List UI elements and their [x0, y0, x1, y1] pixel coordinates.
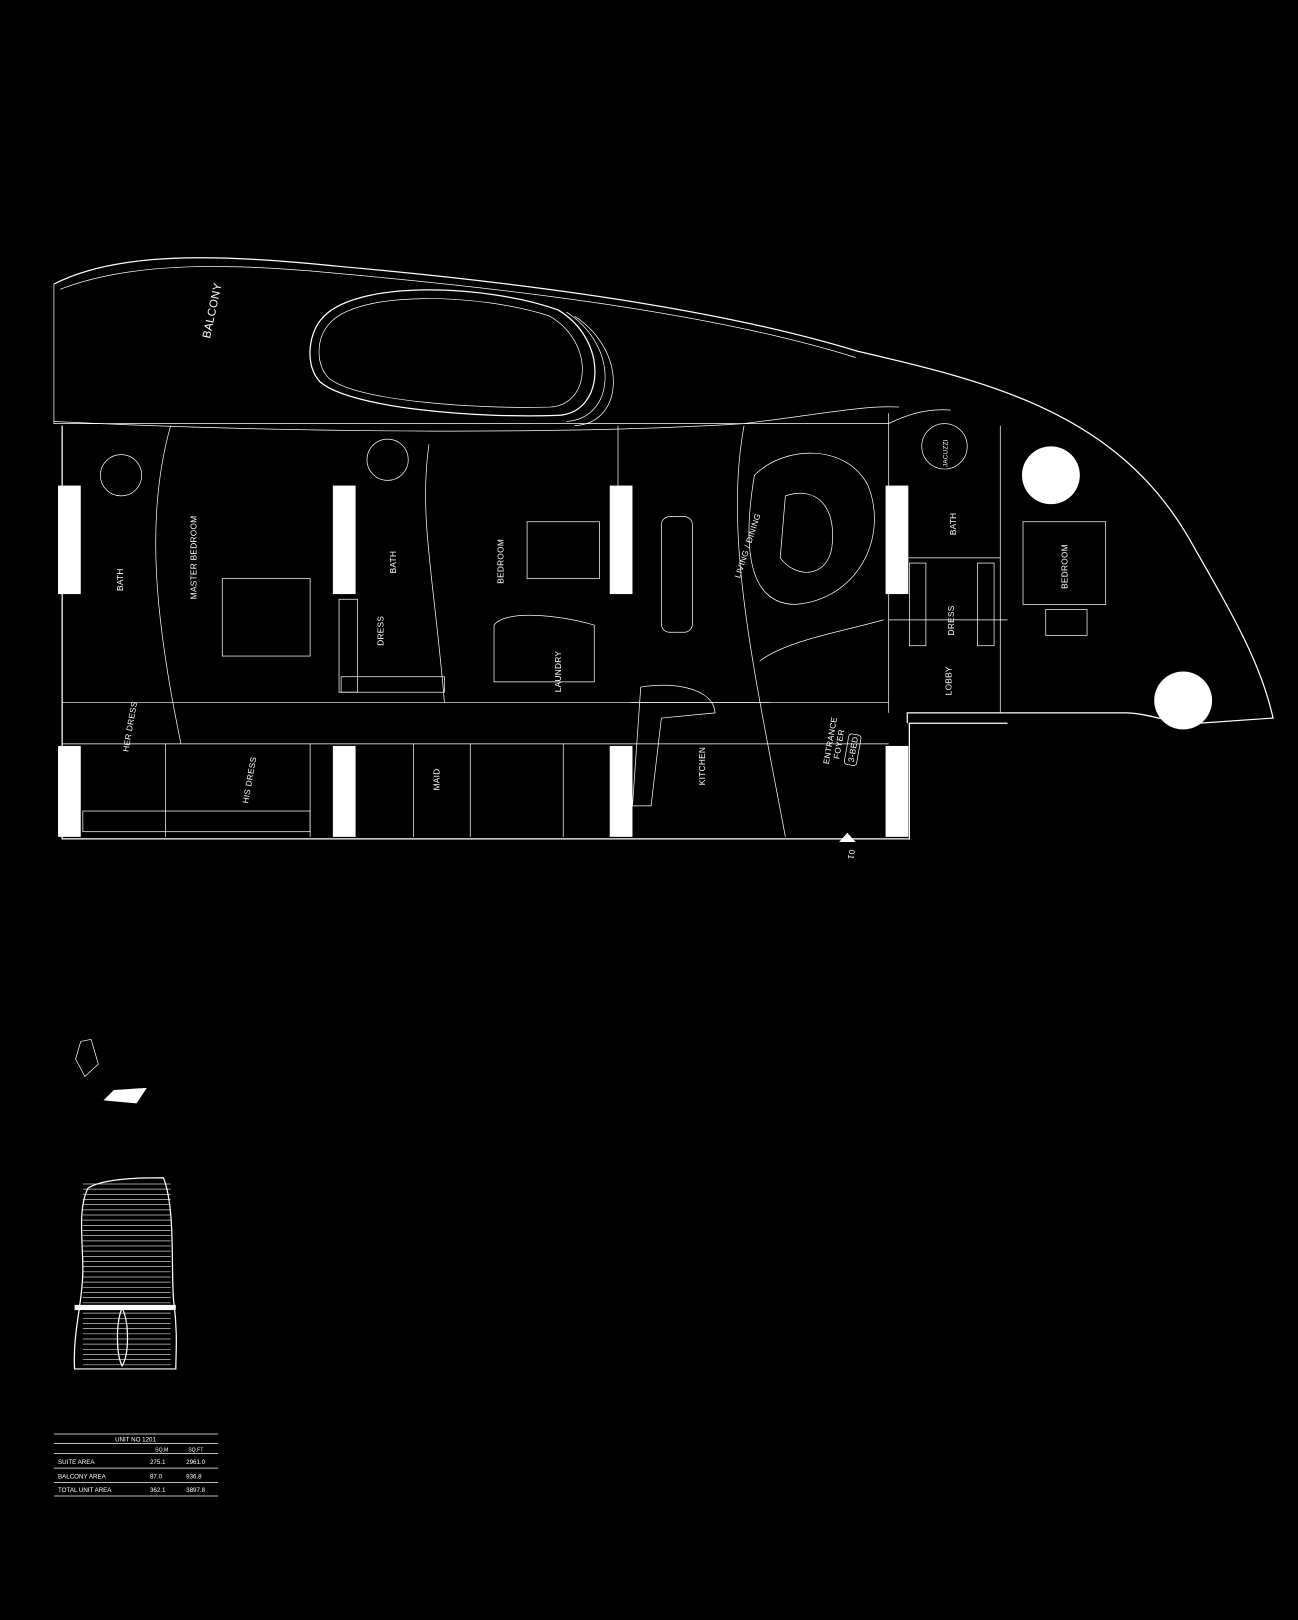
- room-label-bath: BATH: [949, 513, 958, 536]
- unit-type-badge: 3-BED: [844, 733, 862, 766]
- room-label-bedroom: BEDROOM: [1060, 544, 1069, 589]
- table-row: TOTAL UNIT AREA 362.1 3897.8: [58, 1487, 206, 1494]
- room-label-lobby: LOBBY: [945, 666, 954, 695]
- svg-text:BALCONY AREA: BALCONY AREA: [58, 1473, 107, 1480]
- table-row: SUITE AREA 275.1 2961.0: [58, 1459, 206, 1466]
- svg-text:3897.8: 3897.8: [186, 1487, 205, 1494]
- area-table: UNIT NO 1201 SQ.M SQ.FT SUITE AREA 275.1…: [53, 1433, 219, 1497]
- room-label-dress: DRESS: [376, 616, 385, 646]
- partitions: [82, 413, 1008, 837]
- balcony-outline: [53, 257, 1274, 724]
- room-label-master-bedroom: MASTER BEDROOM: [189, 516, 198, 600]
- room-label-his-dress: HIS DRESS: [241, 756, 258, 804]
- svg-text:SUITE AREA: SUITE AREA: [58, 1459, 95, 1466]
- column-header-sqm: SQ.M: [155, 1448, 168, 1454]
- svg-text:936.8: 936.8: [186, 1473, 202, 1480]
- balcony-oval-feature: [309, 289, 614, 427]
- planter-circle: [1154, 671, 1213, 730]
- svg-text:TOTAL UNIT AREA: TOTAL UNIT AREA: [58, 1487, 112, 1494]
- svg-text:275.1: 275.1: [150, 1459, 166, 1466]
- room-label-jacuzzi: JACUZZI: [943, 439, 950, 467]
- room-label-bath: BATH: [116, 568, 125, 591]
- svg-text:362.1: 362.1: [150, 1487, 166, 1494]
- key-plan-building-icon: [75, 1038, 147, 1104]
- room-label-kitchen: KITCHEN: [698, 747, 707, 785]
- room-label-maid: MAID: [432, 768, 441, 790]
- structural-columns: [58, 485, 909, 837]
- entry-marker: 01: [839, 832, 857, 860]
- svg-text:01: 01: [846, 849, 857, 860]
- svg-text:2961.0: 2961.0: [186, 1459, 205, 1466]
- room-label-bath: BATH: [389, 551, 398, 574]
- column-header-sqft: SQ.FT: [188, 1448, 204, 1454]
- room-label-laundry: LAUNDRY: [554, 651, 563, 693]
- room-label-dress: DRESS: [947, 605, 956, 635]
- svg-text:3-BED: 3-BED: [847, 736, 860, 763]
- interior-outline: [61, 425, 1008, 840]
- furniture: [100, 423, 1107, 807]
- svg-text:87.0: 87.0: [150, 1473, 163, 1480]
- room-label-balcony: BALCONY: [201, 282, 224, 340]
- room-label-her-dress: HER DRESS: [121, 701, 139, 753]
- room-label-bedroom: BEDROOM: [496, 539, 505, 584]
- key-plan-floor-icon: [73, 1177, 177, 1370]
- table-row: BALCONY AREA 87.0 936.8: [58, 1473, 202, 1480]
- table-title: UNIT NO 1201: [115, 1436, 156, 1443]
- planter-circle: [1021, 446, 1080, 505]
